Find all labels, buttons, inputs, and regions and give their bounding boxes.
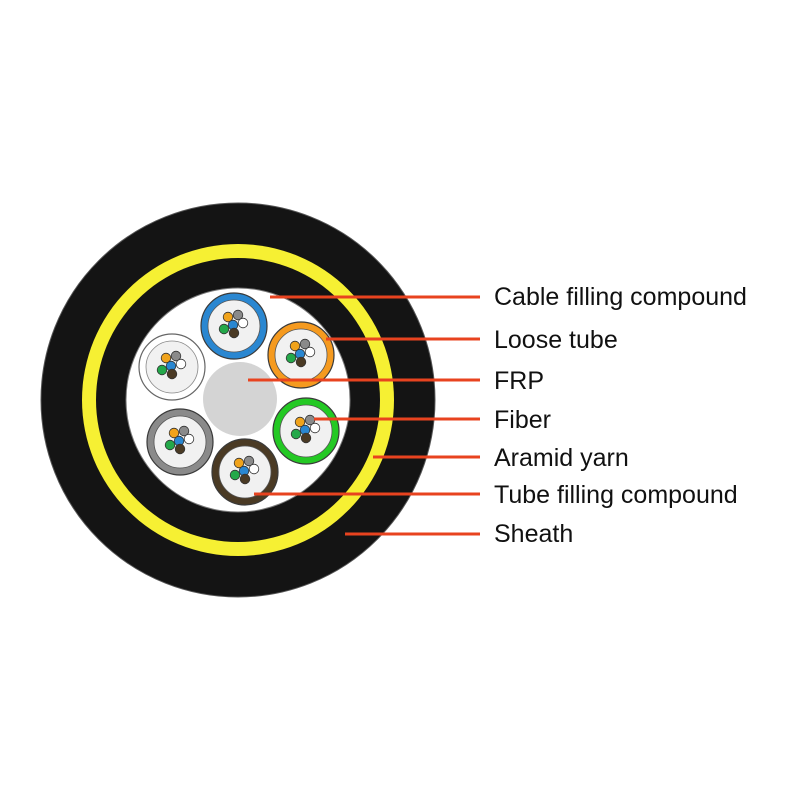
fiber [239, 473, 251, 485]
fiber [170, 350, 182, 362]
fiber [156, 364, 168, 376]
fiber [222, 311, 234, 323]
fiber [183, 433, 195, 445]
fiber [309, 422, 321, 434]
fiber [229, 469, 241, 481]
loose-tube-gray [146, 408, 214, 476]
fiber [237, 317, 249, 329]
fiber [232, 309, 244, 321]
fiber [164, 439, 176, 451]
label-cable-filling-compound: Cable filling compound [494, 283, 747, 311]
fiber [160, 352, 172, 364]
fiber [174, 443, 186, 455]
fiber [294, 416, 306, 428]
label-aramid-yarn: Aramid yarn [494, 444, 629, 472]
fiber [243, 455, 255, 467]
frp-core [203, 362, 277, 436]
fiber [166, 368, 178, 380]
fiber [300, 432, 312, 444]
fiber [168, 427, 180, 439]
fiber [289, 340, 301, 352]
loose-tube-white [138, 333, 206, 401]
loose-tube-orange [267, 321, 335, 389]
label-fiber: Fiber [494, 406, 551, 434]
fiber [233, 457, 245, 469]
fiber [304, 346, 316, 358]
loose-tube-blue [200, 292, 268, 360]
fiber [248, 463, 260, 475]
label-tube-filling-compound: Tube filling compound [494, 481, 738, 509]
label-sheath: Sheath [494, 520, 573, 548]
fiber [175, 358, 187, 370]
loose-tube-green [272, 397, 340, 465]
fiber [290, 428, 302, 440]
fiber [285, 352, 297, 364]
label-loose-tube: Loose tube [494, 326, 618, 354]
fiber [228, 327, 240, 339]
fiber [218, 323, 230, 335]
fiber [178, 425, 190, 437]
fiber [295, 356, 307, 368]
label-frp: FRP [494, 367, 544, 395]
fiber [299, 338, 311, 350]
loose-tube-brown [211, 438, 279, 506]
